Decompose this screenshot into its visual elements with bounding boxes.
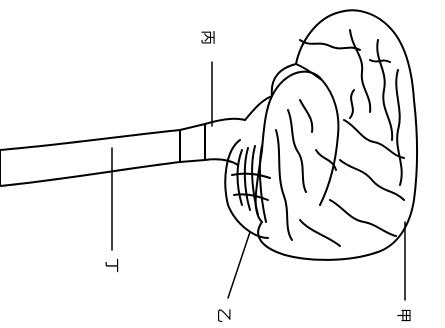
leader-lines — [112, 62, 405, 300]
cerebellum — [225, 140, 270, 238]
label-yi: 乙 — [216, 308, 231, 323]
cerebrum — [256, 10, 417, 260]
leader-line-yi — [228, 232, 250, 298]
label-jia: 甲 — [396, 308, 411, 323]
label-bing: 丙 — [200, 30, 215, 45]
label-ding: 丁 — [104, 258, 119, 273]
spinal-cord — [0, 130, 180, 186]
brainstem — [180, 96, 272, 165]
